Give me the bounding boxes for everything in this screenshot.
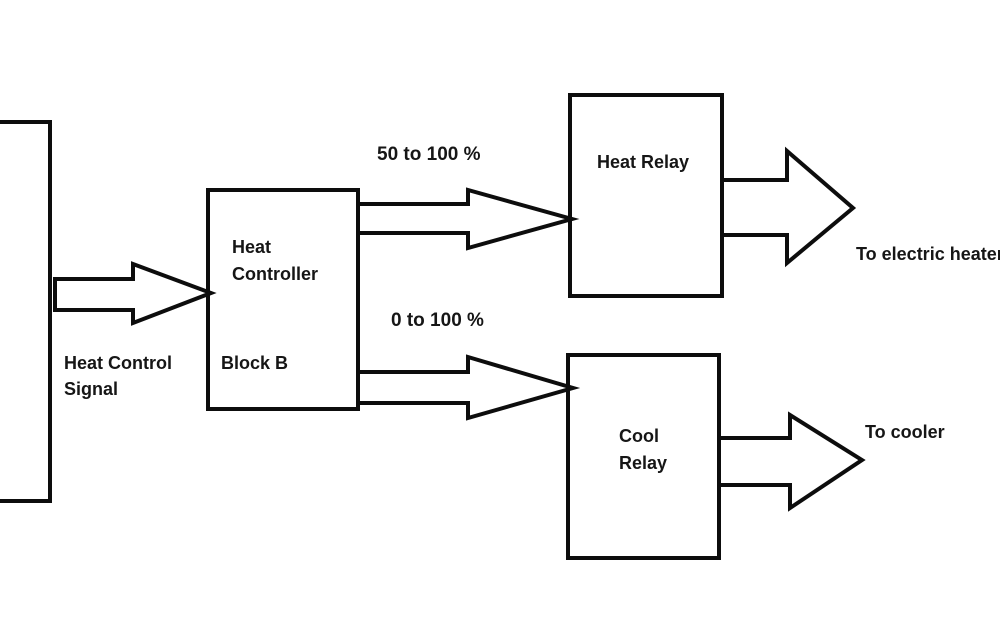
cooler-output-arrow — [717, 411, 866, 512]
cool-relay-block — [566, 353, 721, 560]
heat-control-signal-arrow — [53, 261, 217, 326]
input-signal-label: Heat Control Signal — [64, 350, 172, 402]
cool-range-arrow — [356, 354, 581, 421]
source-block — [0, 120, 52, 503]
heater-target-label: To electric heater — [856, 244, 1000, 264]
heat-relay-label: Heat Relay — [597, 152, 690, 172]
heat-range-label: 50 to 100 % — [377, 144, 481, 165]
heat-relay-block — [568, 93, 724, 298]
input-signal-label-line2: Signal — [64, 379, 119, 399]
heater-output-arrow — [720, 146, 857, 268]
heat-controller-block — [206, 188, 360, 411]
cool-relay-label-line2: Relay — [619, 453, 668, 473]
cool-range-label: 0 to 100 % — [391, 310, 484, 331]
heat-controller-name: Heat Controller — [232, 234, 318, 288]
input-signal-label-line1: Heat Control — [64, 353, 172, 373]
cool-relay-label-line1: Cool — [619, 426, 659, 446]
heat-controller-tag: Block B — [221, 353, 289, 373]
heat-controller-name-line1: Heat — [232, 237, 272, 257]
heat-range-arrow — [356, 187, 580, 251]
cooler-target-label: To cooler — [865, 422, 945, 442]
cool-relay-label: Cool Relay — [619, 423, 667, 477]
heat-controller-name-line2: Controller — [232, 264, 319, 284]
